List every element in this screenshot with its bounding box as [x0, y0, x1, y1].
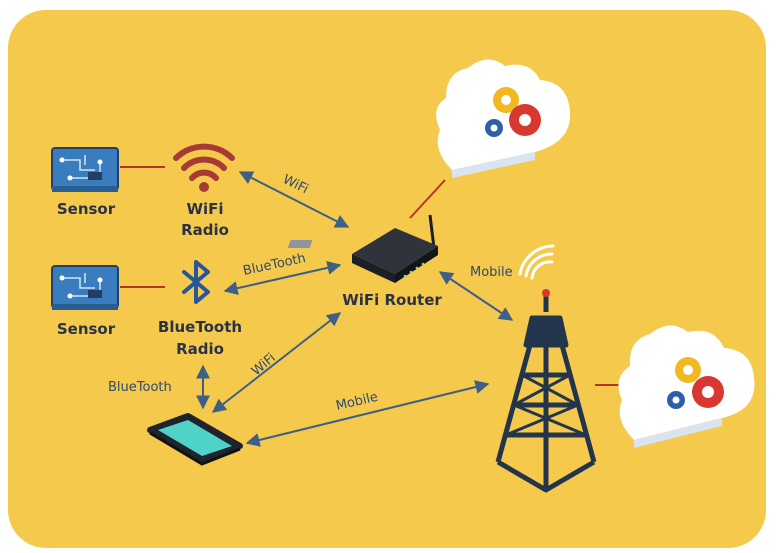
- router-icon: [288, 214, 438, 283]
- smartphone: [147, 413, 243, 466]
- arrow-router-tower: [438, 271, 514, 321]
- signal-waves-icon: [518, 244, 555, 280]
- wifi-radio-label-line1: WiFi: [186, 200, 223, 218]
- edge-label-phone-bt-radio: BlueTooth: [108, 380, 172, 395]
- arrow-wifi-radio-router: [238, 171, 350, 228]
- cloud-top: [436, 59, 571, 178]
- smartphone-icon: [147, 413, 243, 466]
- circuit-board-icon: [51, 147, 119, 192]
- sensor-bottom: Sensor: [51, 265, 119, 338]
- edge-label-router-tower: Mobile: [470, 265, 513, 280]
- bt-radio-label-line2: Radio: [176, 340, 224, 358]
- cell-tower: [495, 244, 597, 493]
- arrow-phone-tower: [245, 380, 490, 447]
- router-label: WiFi Router: [342, 291, 442, 309]
- circuit-board-icon: [51, 265, 119, 310]
- cloud-gears-icon: [436, 59, 571, 178]
- router-cloud-connector: [409, 179, 446, 219]
- arrow-phone-router: [211, 312, 342, 413]
- wifi-icon: [173, 143, 235, 192]
- sensor-bottom-label: Sensor: [57, 320, 116, 338]
- bluetooth-radio: BlueTooth Radio: [158, 260, 242, 358]
- wifi-radio-label-line2: Radio: [181, 221, 229, 239]
- bluetooth-icon: [182, 260, 210, 304]
- wifi-radio: WiFi Radio: [173, 143, 235, 239]
- bt-radio-label-line1: BlueTooth: [158, 318, 242, 336]
- cloud-gears-icon: [618, 325, 755, 448]
- wifi-router: WiFi Router: [288, 214, 442, 309]
- cloud-bottom: [618, 325, 755, 448]
- sensor-top: Sensor: [51, 147, 119, 218]
- cell-tower-icon: [495, 289, 597, 493]
- sensor-top-label: Sensor: [57, 200, 116, 218]
- arrow-bt-radio-router: [223, 260, 342, 296]
